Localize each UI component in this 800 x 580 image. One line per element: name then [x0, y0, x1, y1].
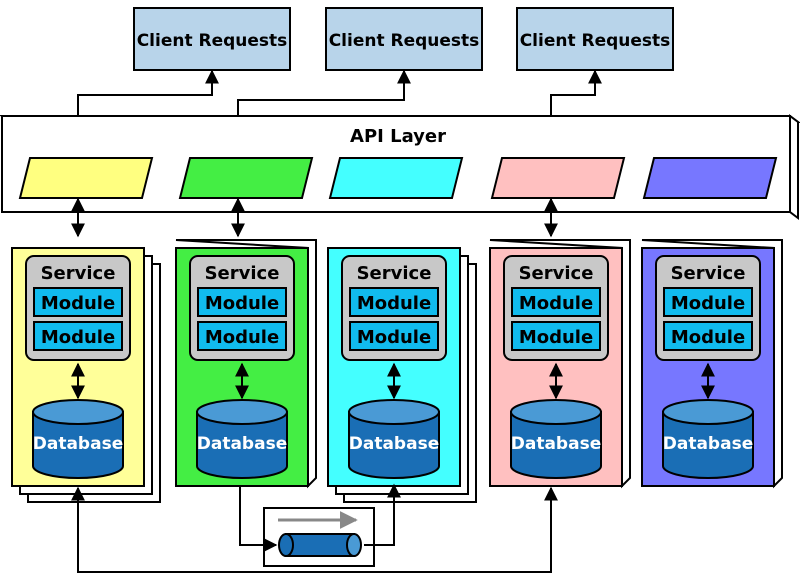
module-label: Module: [671, 327, 745, 348]
database-label: Database: [197, 434, 287, 454]
client-requests-row: Client Requests Client Requests Client R…: [133, 7, 674, 71]
service-label: Service: [205, 263, 280, 284]
client-requests-box-3: Client Requests: [516, 7, 674, 71]
database-label: Database: [33, 434, 123, 454]
database-icon: [510, 399, 602, 479]
client-requests-label: Client Requests: [137, 31, 288, 51]
module-box: [349, 321, 439, 351]
database-label: Database: [511, 434, 601, 454]
api-layer-title: API Layer: [350, 126, 446, 147]
api-endpoints: [18, 157, 778, 199]
module-label: Module: [519, 293, 593, 314]
module-label: Module: [41, 327, 115, 348]
api-service-connectors: [71, 197, 558, 238]
service-label: Service: [519, 263, 594, 284]
api-endpoint: [328, 157, 464, 199]
service-label: Service: [671, 263, 746, 284]
module-box: [33, 321, 123, 351]
client-requests-box-2: Client Requests: [325, 7, 483, 71]
api-endpoint: [642, 157, 778, 199]
database-label: Database: [349, 434, 439, 454]
module-label: Module: [357, 293, 431, 314]
database-connectors: [71, 483, 558, 573]
module-box: [33, 287, 123, 317]
module-label: Module: [671, 293, 745, 314]
module-box: [349, 287, 439, 317]
database-icon: [662, 399, 754, 479]
api-endpoint: [18, 157, 154, 199]
module-box: [663, 321, 753, 351]
api-endpoint: [178, 157, 314, 199]
message-queue-icon: [278, 533, 362, 557]
module-label: Module: [205, 293, 279, 314]
client-requests-label: Client Requests: [520, 31, 671, 51]
database-icon: [196, 399, 288, 479]
module-box: [197, 287, 287, 317]
module-box: [663, 287, 753, 317]
module-box: [511, 321, 601, 351]
api-layer: API Layer: [0, 114, 800, 220]
service-label: Service: [41, 263, 116, 284]
database-icon: [32, 399, 124, 479]
service-label: Service: [357, 263, 432, 284]
database-icon: [348, 399, 440, 479]
client-requests-box-1: Client Requests: [133, 7, 291, 71]
client-requests-label: Client Requests: [329, 31, 480, 51]
module-label: Module: [205, 327, 279, 348]
module-box: [511, 287, 601, 317]
module-label: Module: [357, 327, 431, 348]
message-queue: [263, 507, 375, 567]
module-box: [197, 321, 287, 351]
database-label: Database: [663, 434, 753, 454]
module-label: Module: [519, 327, 593, 348]
service-columns: ServiceModuleModuleDatabaseServiceModule…: [11, 239, 783, 503]
module-label: Module: [41, 293, 115, 314]
api-endpoint: [490, 157, 626, 199]
